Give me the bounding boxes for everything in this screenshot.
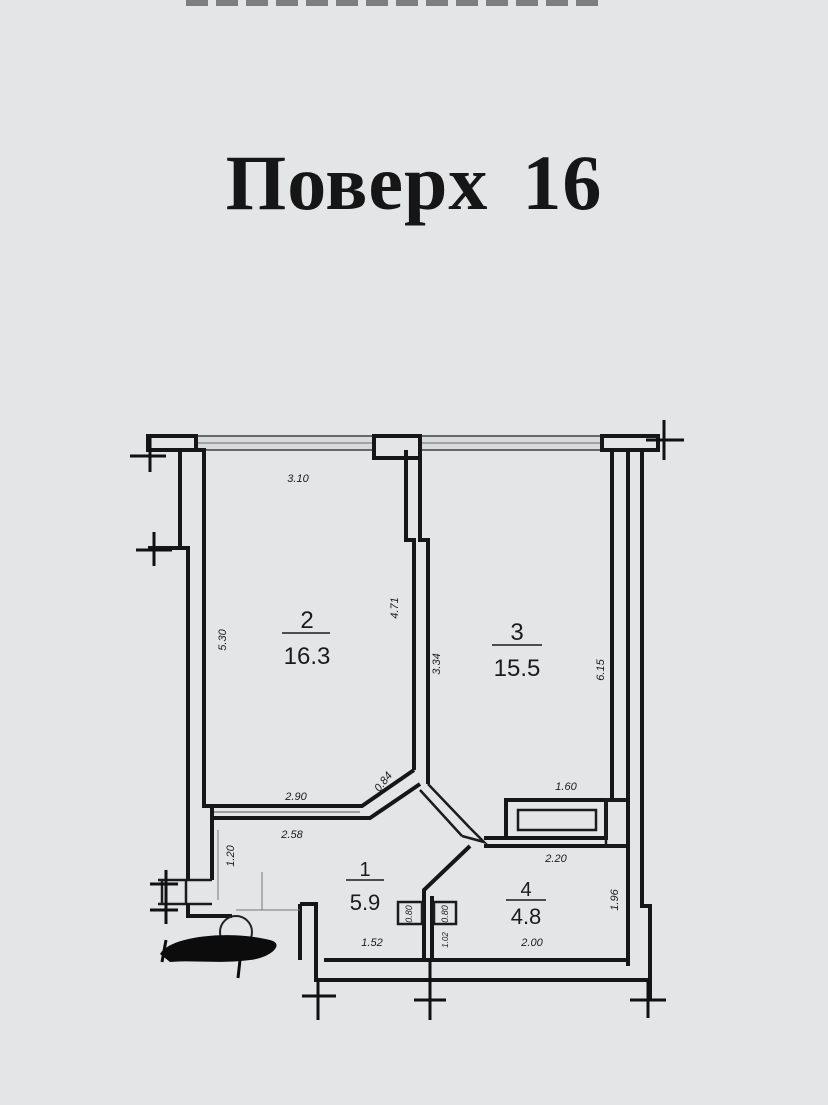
page-title: Поверх 16 [0,138,828,228]
dim-room-2-bottom-outer: 2.90 [284,791,307,803]
dim-room-2-diagonal: 0.84 [372,770,395,794]
redaction-strokes [160,939,242,979]
room-2-area: 16.3 [284,643,331,670]
axis-marker-bottom-left [302,980,336,1020]
redaction-scribble [160,935,277,962]
entry-door-frame [158,878,212,906]
dim-door-a: 0.80 [404,905,414,923]
top-left-pier [146,434,198,452]
dim-room-2-right: 4.71 [389,597,401,618]
cropped-text-edge [186,0,606,6]
right-outer-wall [640,450,652,1000]
bathroom-door-b [432,900,458,926]
axis-marker-left-mid [136,532,172,566]
dim-room-4-top: 2.20 [544,853,567,865]
top-middle-pier [372,434,422,460]
room-2-bottom-wall-inner [212,782,422,820]
axis-marker-bottom-right [630,980,666,1018]
room-1-area: 5.9 [350,890,381,915]
dim-room-1-left: 1.20 [225,844,237,866]
axis-marker-bottom-mid [414,962,446,1020]
hall-diagonal-door [419,783,471,837]
hall-door-jamb [461,827,489,845]
dim-door-b: 0.80 [440,905,450,923]
room-4-number: 4 [520,879,531,901]
niche-side [604,798,630,848]
dim-room-4-bottom: 2.00 [520,937,543,949]
room-3-area: 15.5 [494,655,541,682]
axis-marker-entry [150,870,178,924]
title-floor-number: 16 [522,139,603,226]
dim-room-2-bottom-inner: 2.58 [280,829,303,841]
dim-room-4-right: 1.96 [609,888,621,910]
room-4-area: 4.8 [511,904,542,929]
axis-markers [130,420,684,1020]
room-3-number: 3 [510,619,523,646]
axis-marker-top-right [646,420,684,460]
room-2-bottom-wall-outer [212,768,416,808]
bottom-outer-wall [300,902,650,982]
dim-room-3-right: 6.15 [595,658,607,680]
dim-tiny-a: 1.02 [441,932,450,948]
left-outer-wall [148,546,190,880]
room-1-built-in [217,830,300,911]
dim-niche-width: 1.60 [555,781,577,793]
bathroom-door-a [396,900,424,926]
partition-2-3-right [418,458,430,784]
room-1-number: 1 [359,859,370,881]
left-inner-wall [196,448,214,880]
entry-lower-wall [186,904,232,918]
dim-room-2-left: 5.30 [217,628,229,650]
title-word: Поверх [225,139,489,226]
dim-room-1-bottom: 1.52 [361,937,382,949]
partition-2-3-left [404,450,416,770]
room-1-4-diagonal-wall [422,844,472,960]
dim-room-3-left: 3.34 [431,653,443,674]
top-right-pier [600,434,660,452]
dim-room-2-top: 3.10 [287,473,309,485]
room-2-number: 2 [300,607,313,634]
niche-inner [516,808,598,832]
axis-marker-top-left [130,438,166,472]
niche-cabinet [504,798,608,840]
